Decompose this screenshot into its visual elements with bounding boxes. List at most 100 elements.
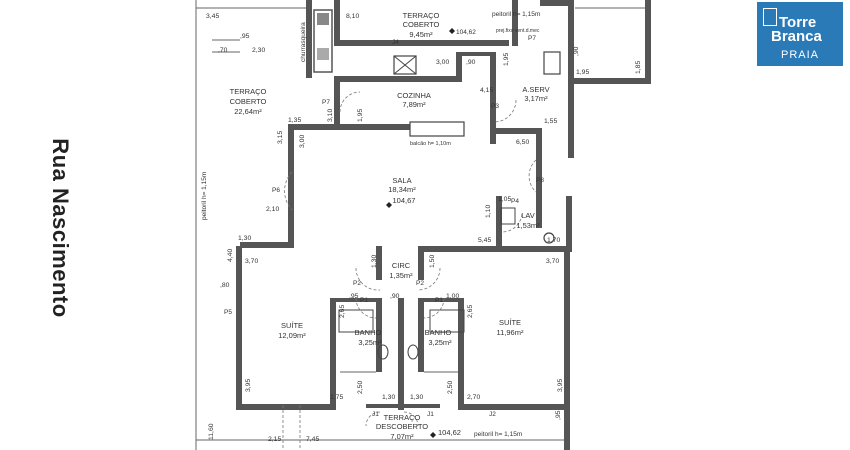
room-area: 22,64m²	[234, 107, 262, 116]
stove-icon	[393, 55, 417, 75]
dimension: ,95	[349, 293, 359, 300]
room-name: DESCOBERTO	[376, 422, 428, 431]
dimension: 2,50	[357, 381, 364, 394]
dimension: 6,50	[516, 139, 529, 146]
level-marker-icon	[449, 28, 455, 34]
sink-icon	[500, 207, 516, 225]
level-value: 104,62	[456, 29, 476, 36]
dimension: ,70	[218, 47, 228, 54]
dimension: 4,15	[480, 87, 493, 94]
dimension: 2,15	[268, 436, 281, 443]
tower-icon	[763, 8, 777, 26]
room-area: 7,89m²	[402, 100, 426, 109]
notes: peitoril h= 1,15m peitoril h= 1,15m peit…	[201, 11, 540, 438]
room-area: 3,25m²	[358, 338, 382, 347]
dimension: 2,65	[339, 305, 346, 318]
opening-tag: J2	[489, 411, 496, 418]
dimension: 8,10	[346, 13, 359, 20]
dimension: 2,30	[252, 47, 265, 54]
dimension: 1,50	[429, 255, 436, 268]
room-name: BANHO	[355, 328, 382, 337]
peitoril-note: peitoril h= 1,15m	[474, 431, 522, 438]
level-value: 104,62	[438, 428, 461, 437]
dimension: 1,70	[547, 237, 560, 244]
dimension: 11,60	[208, 423, 215, 440]
dimension: 1,10	[485, 205, 492, 218]
room-name: TERRAÇO	[403, 11, 440, 20]
room-area: 12,09m²	[278, 331, 306, 340]
dimension: ,95	[240, 33, 250, 40]
room-name: COBERTO	[403, 20, 440, 29]
room-name: CIRC	[392, 261, 411, 270]
dimension: ,90	[573, 46, 580, 56]
opening-tag: P4	[511, 198, 519, 205]
opening-tag: P2	[353, 280, 361, 287]
room-area: 9,45m²	[409, 30, 433, 39]
dimension-labels: 3,45 8,10 ,70 ,95 2,30 3,00 ,90 1,95 ,90…	[206, 13, 642, 443]
dimension: 3,00	[299, 135, 306, 148]
room-name: COBERTO	[230, 97, 267, 106]
opening-tags: J4 P7 P7 P3 P6 P8 P4 P2 P2 P1 P1 P5 J1 J…	[224, 35, 544, 418]
dimension: 1,35	[288, 117, 301, 124]
walls	[236, 0, 651, 450]
opening-tag: P5	[224, 309, 232, 316]
dimension: 1,95	[503, 53, 510, 66]
dimension: 3,70	[546, 258, 559, 265]
dimension: 4,40	[227, 249, 234, 262]
room-labels: TERRAÇO COBERTO 9,45m² TERRAÇO COBERTO 2…	[230, 11, 550, 441]
dimension: 1,05	[498, 196, 511, 203]
dimension: 3,10	[327, 109, 334, 122]
peitoril-note: peitoril h= 1,15m	[201, 172, 208, 220]
room-area: 11,96m²	[497, 328, 524, 337]
room-name: COZINHA	[397, 91, 431, 100]
level-marker-icon	[430, 432, 436, 438]
room-name: LAV	[521, 211, 535, 220]
dimension: 1,55	[544, 118, 557, 125]
washbasin-left	[338, 309, 374, 333]
dimension: 3,45	[206, 13, 219, 20]
level-marker-icon	[386, 202, 392, 208]
room-name: TERRAÇO	[384, 413, 421, 422]
balcao-counter	[409, 121, 465, 137]
dimension: 2,10	[266, 206, 279, 213]
opening-tag: J1	[427, 411, 434, 418]
level-markers	[386, 28, 455, 438]
dimension: 1,30	[371, 255, 378, 268]
opening-tag: P6	[272, 187, 280, 194]
dimension: 2,50	[447, 381, 454, 394]
level-value: 104,67	[393, 196, 416, 205]
opening-tag: P1	[435, 297, 443, 304]
opening-tag: P3	[491, 103, 499, 110]
room-area: 18,34m²	[388, 185, 416, 194]
peitoril-note: peitoril h= 1,15m	[492, 11, 540, 18]
dimension: 7,45	[306, 436, 319, 443]
churrasqueira-note: churrasqueira	[300, 22, 307, 62]
fixtures	[282, 9, 561, 450]
dimension: 3,00	[436, 59, 449, 66]
room-area: 3,17m²	[524, 94, 548, 103]
ventilacao-note: prej.fixo vent.d.mec	[496, 28, 540, 34]
opening-tag: P2	[416, 280, 424, 287]
toilet-icon	[543, 232, 555, 244]
dimension: 1,95	[576, 69, 589, 76]
dimension: 3,95	[245, 379, 252, 392]
doors	[284, 91, 537, 427]
dimension: 2,75	[330, 394, 343, 401]
room-area: 1,53m²	[516, 221, 540, 230]
dimension: 2,65	[467, 305, 474, 318]
room-name: BANHO	[425, 328, 452, 337]
room-area: 1,35m²	[389, 271, 413, 280]
dimension: 3,95	[557, 379, 564, 392]
grill-icon	[317, 13, 329, 25]
opening-tag: P1	[360, 297, 368, 304]
opening-tag: P8	[536, 177, 544, 184]
room-name: SUÍTE	[499, 318, 521, 327]
room-name: SUÍTE	[281, 321, 303, 330]
balcao-note: balcão h= 1,10m	[410, 141, 451, 147]
dimension: 5,45	[478, 237, 491, 244]
dimension: 3,15	[277, 131, 284, 144]
dimension: ,80	[220, 282, 230, 289]
washbasin-right	[429, 309, 465, 333]
dimension: 1,85	[635, 61, 642, 74]
